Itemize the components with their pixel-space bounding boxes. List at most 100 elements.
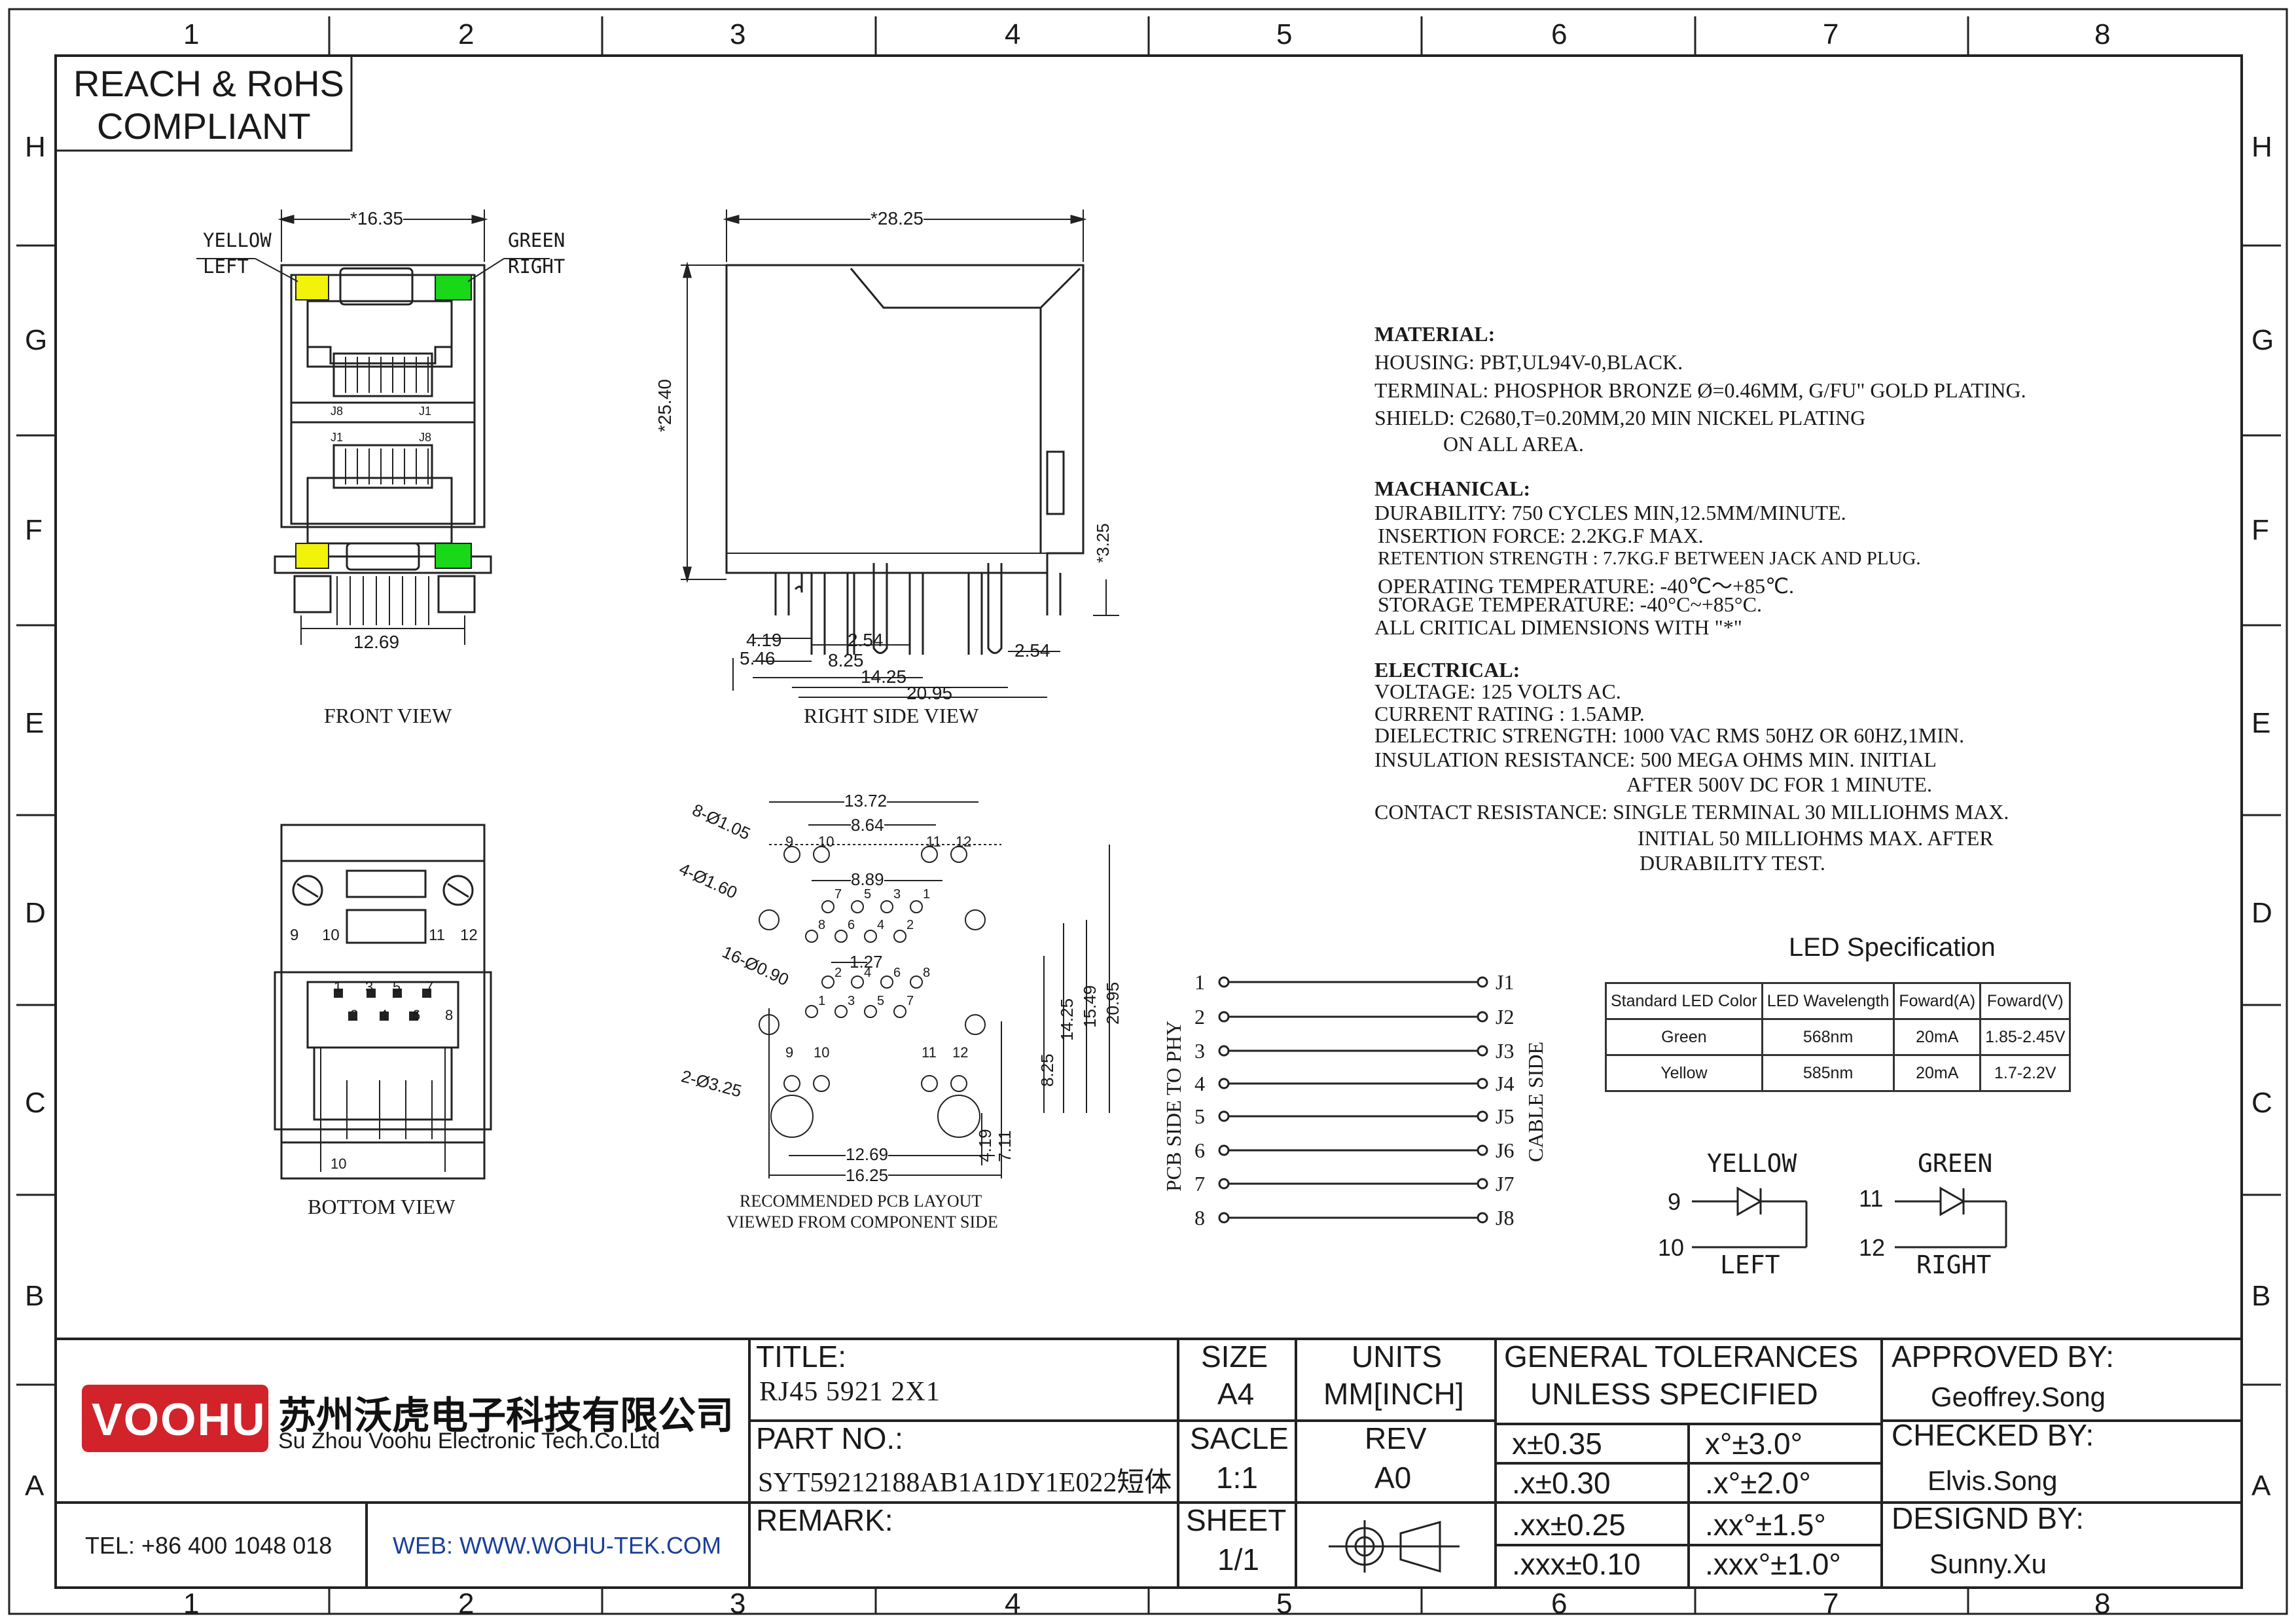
mechanical-line-5: STORAGE TEMPERATURE: -40°C~+85°C. [1378,593,1762,616]
pcb-caption-2: VIEWED FROM COMPONENT SIDE [726,1213,998,1231]
led-cell: 1.7-2.2V [1979,1054,2072,1092]
pcb-pin-3: 3 [893,887,901,902]
left-label: LEFT [203,255,249,278]
checked-label: CHECKED BY: [1892,1418,2094,1452]
bottom-view-drawing [274,824,492,1180]
right-label: RIGHT [508,255,565,278]
schem-pin-2: 2 [1194,1005,1205,1029]
led-green-bottom [435,543,472,569]
bottom-pin-2: 2 [350,1007,359,1023]
side-dim-pin-len: *3.25 [1093,523,1113,563]
pcb-dim-8-25: 8.25 [1037,1053,1057,1087]
green-diode-symbol [1895,1186,2007,1249]
units-value: MM[INCH] [1323,1377,1464,1411]
front-dim-pins: 12.69 [353,632,400,652]
j1-bottom-label: J1 [331,431,344,444]
col-label-bottom-7: 7 [1823,1588,1839,1620]
col-label-5: 5 [1276,18,1293,50]
rev-label: REV [1365,1421,1427,1455]
pcb-pin-9-bottom: 9 [785,1044,794,1061]
led-header-voltage: Foward(V) [1979,982,2072,1020]
mechanical-line-4: OPERATING TEMPERATURE: -40℃～+85℃. [1378,574,1795,598]
row-label-right-C: C [2251,1087,2272,1119]
bottom-pin-11: 11 [429,926,445,944]
pcb-pin-12-top: 12 [956,833,972,850]
pcb-pin-11-top: 11 [926,833,941,850]
led-header-wavelength: LED Wavelength [1761,982,1895,1020]
pcb-dim-16-25: 16.25 [846,1165,889,1186]
front-view-caption: FRONT VIEW [324,704,452,727]
bottom-pin-12: 12 [460,926,478,944]
company-cn-name: 苏州沃虎电子科技有限公司 [278,1395,734,1437]
led-yellow-bottom [295,543,329,569]
schem-jack-1: J1 [1496,970,1515,994]
led-cell: 568nm [1761,1018,1895,1056]
row-label-E: E [25,707,45,739]
pcb-pin-2: 2 [906,918,914,932]
led-header-current: Foward(A) [1893,982,1982,1020]
pcb-dim-13-72: 13.72 [844,791,888,811]
green-pin-b: 12 [1859,1234,1886,1261]
bottom-pin-7: 7 [425,979,434,995]
pcb-pin-5b: 5 [877,994,885,1008]
pcb-pin-8: 8 [818,918,826,932]
schem-pin-8: 8 [1194,1206,1205,1230]
company-web-link[interactable]: WEB: WWW.WOHU-TEK.COM [393,1532,721,1559]
j8-bottom-label: J8 [419,431,432,444]
row-label-right-F: F [2251,514,2269,546]
approved-value: Geoffrey.Song [1931,1381,2106,1412]
row-label-B: B [25,1280,45,1312]
led-cell: 1.85-2.45V [1979,1018,2072,1056]
compliance-line1: REACH & RoHS [73,63,344,104]
side-dim-5: 20.95 [906,683,953,703]
pcb-pin-3b: 3 [848,994,855,1008]
front-view-drawing [274,210,492,645]
led-cell: 20mA [1893,1054,1982,1092]
rev-value: A0 [1374,1461,1412,1495]
electrical-line-3: DIELECTRIC STRENGTH: 1000 VAC RMS 50HZ O… [1374,723,1965,747]
led-spec-title: LED Specification [1789,933,1996,962]
led-yellow-top [295,274,329,301]
bottom-pin-4: 4 [380,1007,388,1023]
compliance-line2: COMPLIANT [97,105,311,147]
led-cell: 585nm [1761,1054,1895,1092]
col-label-bottom-5: 5 [1276,1588,1293,1620]
pcb-pin-6: 6 [848,918,855,932]
tol-linear-1: .x±0.30 [1512,1466,1611,1500]
col-label-bottom-4: 4 [1005,1588,1021,1620]
pcb-dim-14-25: 14.25 [1057,998,1077,1041]
row-label-right-B: B [2251,1280,2271,1312]
row-label-right-A: A [2251,1470,2271,1502]
side-dim-2: 2.54 [848,630,884,650]
side-view-caption: RIGHT SIDE VIEW [804,704,979,727]
col-label-3: 3 [730,18,746,50]
bottom-pin-6: 6 [412,1007,421,1023]
checked-value: Elvis.Song [1928,1465,2058,1496]
schem-jack-7: J7 [1496,1172,1515,1195]
row-label-A: A [25,1470,45,1502]
pcb-dim-20-95: 20.95 [1103,981,1122,1025]
led-cell: Yellow [1605,1054,1763,1092]
electrical-line-6: CONTACT RESISTANCE: SINGLE TERMINAL 30 M… [1374,800,2009,824]
electrical-title: ELECTRICAL: [1374,658,1520,682]
led-spec-table: Standard LED Color LED Wavelength Foward… [1605,982,2072,1092]
pcb-layout-drawing [759,801,1110,1178]
title-block-grid [56,1338,2242,1588]
col-label-bottom-2: 2 [458,1588,475,1620]
mechanical-line-2: INSERTION FORCE: 2.2KG.F MAX. [1378,524,1704,547]
electrical-line-4: INSULATION RESISTANCE: 500 MEGA OHMS MIN… [1374,748,1937,771]
designed-value: Sunny.Xu [1929,1548,2047,1579]
pcb-pin-1: 1 [923,887,931,902]
table-row: Green 568nm 20mA 1.85-2.45V [1605,1018,2072,1056]
grid-ticks [16,16,2281,1614]
pcb-dim-15-49: 15.49 [1080,985,1100,1028]
yellow-pin-a: 9 [1668,1188,1681,1215]
pcb-pin-4: 4 [877,918,885,932]
bottom-pin-10-lower: 10 [331,1156,347,1172]
mechanical-line-1: DURABILITY: 750 CYCLES MIN,12.5MM/MINUTE… [1374,501,1846,524]
material-title: MATERIAL: [1374,322,1496,346]
j8-top-label: J8 [331,405,344,418]
material-line-4: ON ALL AREA. [1443,432,1584,456]
pcb-pin-5: 5 [864,887,872,902]
